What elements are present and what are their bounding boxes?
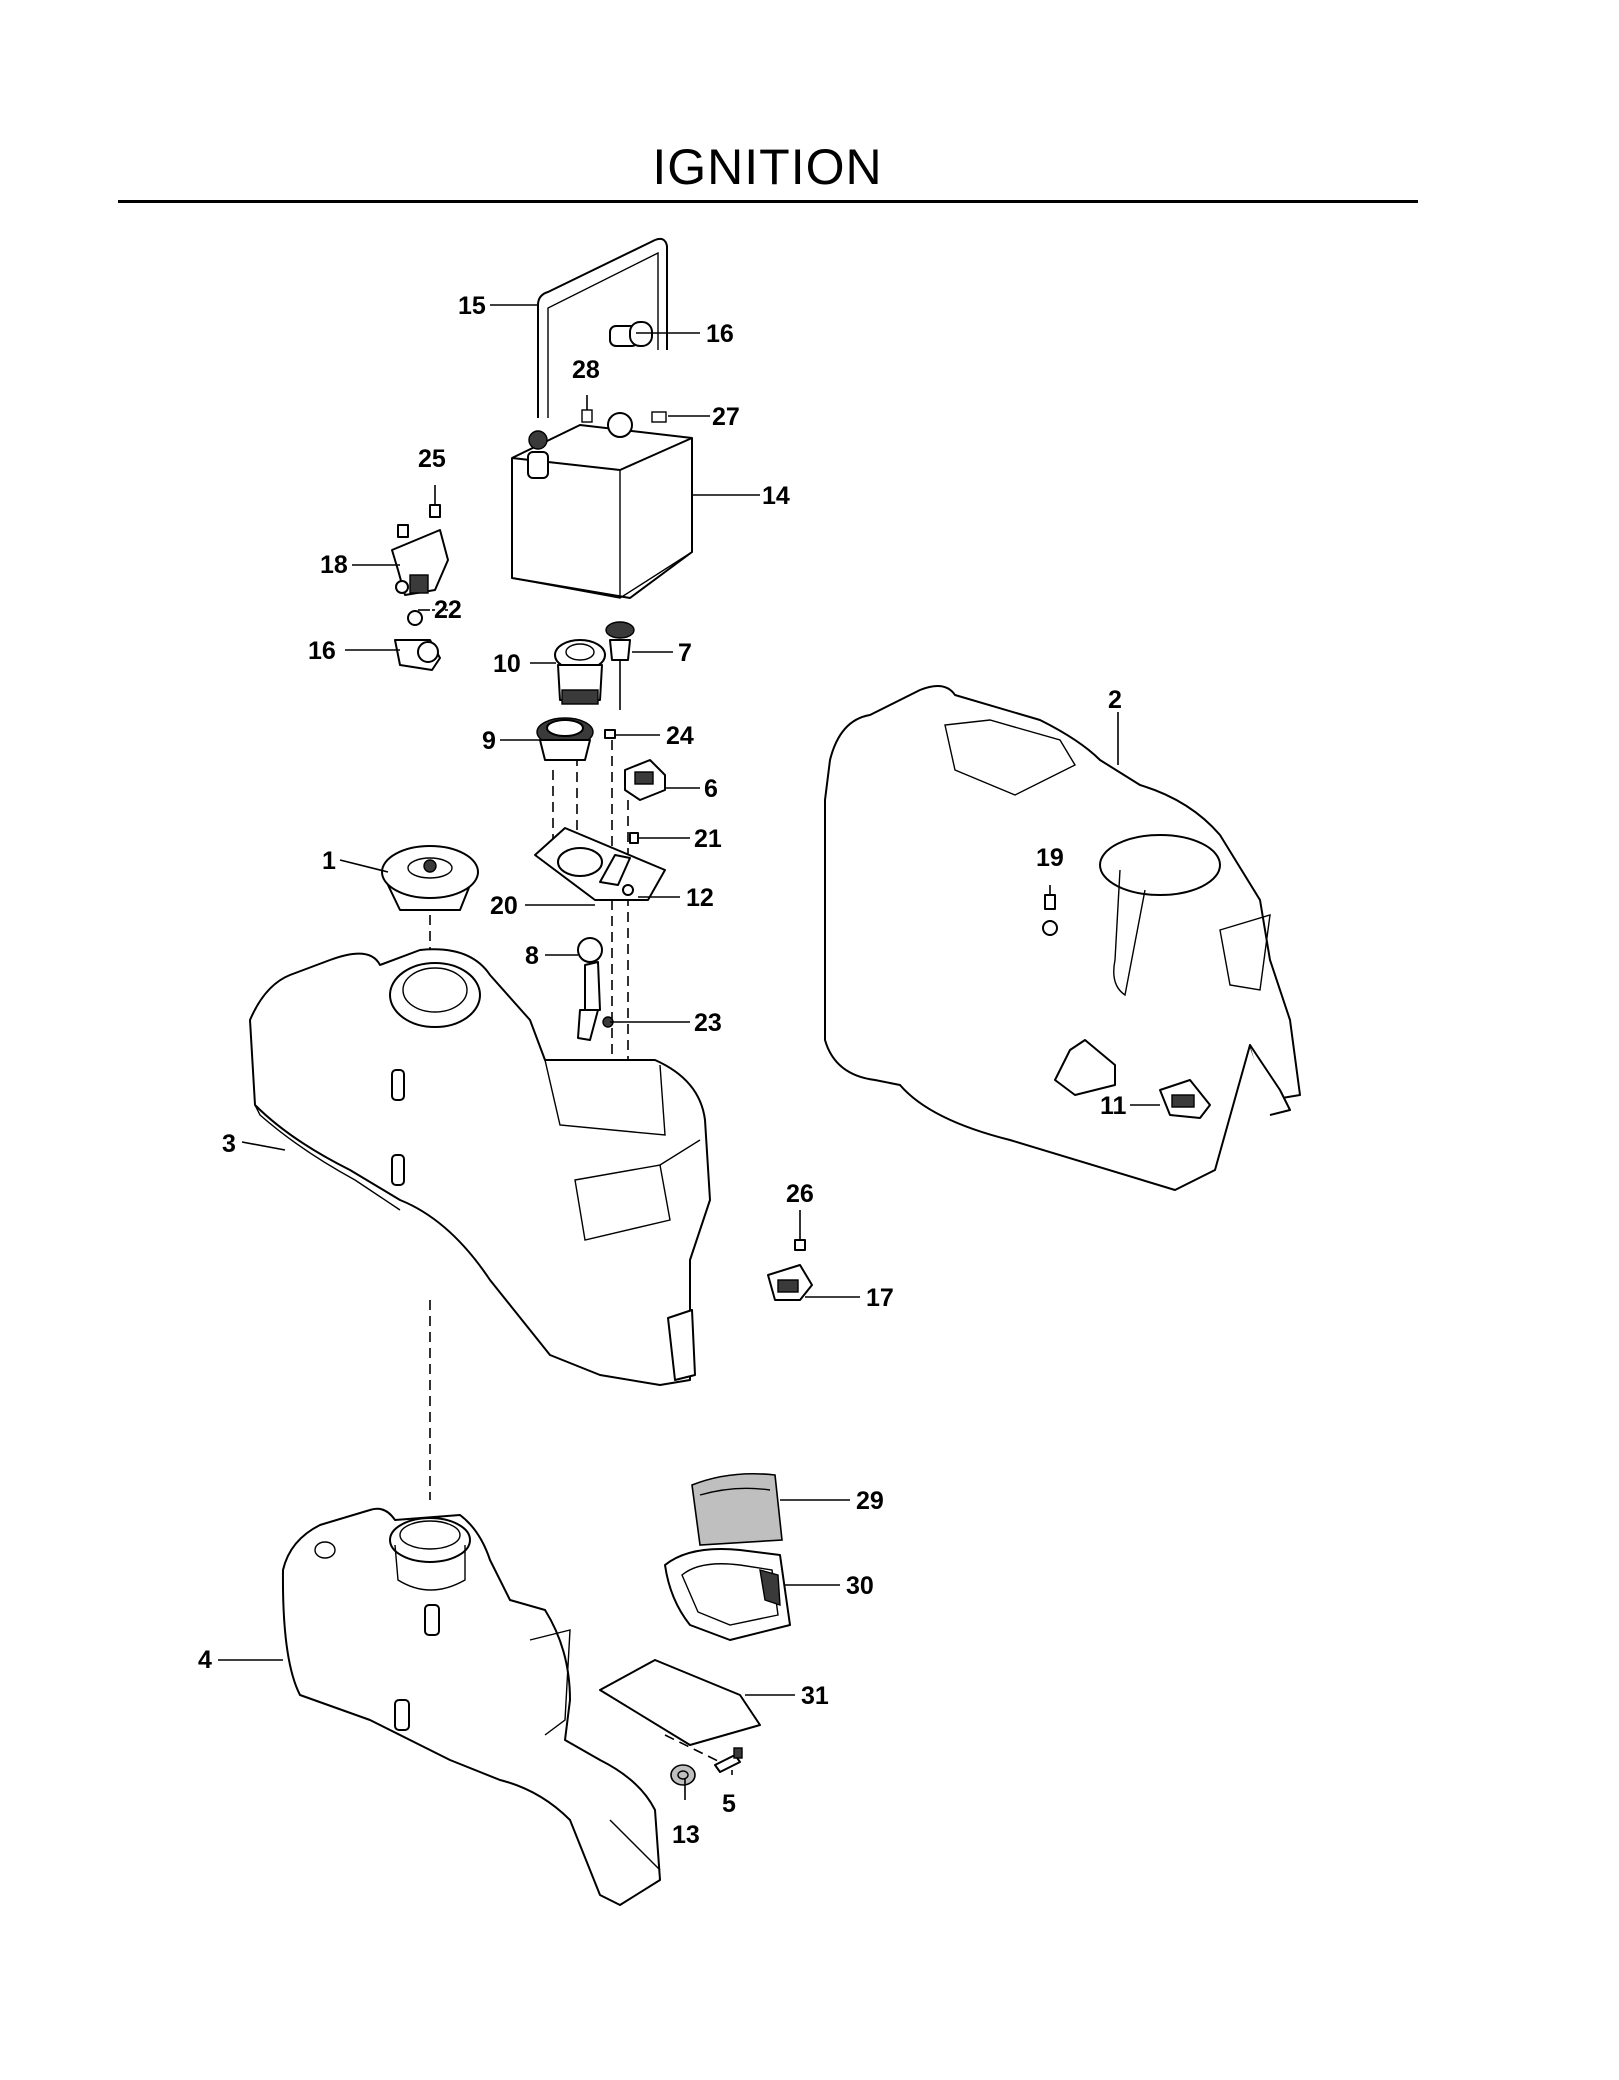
- screw-24: [604, 729, 616, 739]
- callout-21: 21: [694, 825, 722, 853]
- key-switch-housing: [536, 717, 594, 761]
- callout-14: 14: [762, 482, 790, 510]
- callout-10: 10: [493, 650, 521, 678]
- callout-6: 6: [704, 775, 718, 803]
- solenoid-cluster: [391, 504, 449, 671]
- callout-27: 27: [712, 403, 740, 431]
- callout-7: 7: [678, 639, 692, 667]
- callout-3: 3: [222, 1130, 236, 1158]
- terminal-top: [609, 321, 653, 347]
- callout-18: 18: [320, 551, 348, 579]
- callout-30: 30: [846, 1572, 874, 1600]
- callout-1: 1: [322, 847, 336, 875]
- ignition-switch: [554, 639, 606, 705]
- cover-29: [691, 1473, 783, 1546]
- callout-13: 13: [672, 1821, 700, 1849]
- switch-11: [1159, 1079, 1211, 1119]
- callout-12: 12: [686, 884, 714, 912]
- page-title: IGNITION: [652, 139, 883, 195]
- fuel-cap: [381, 845, 479, 911]
- relay-17: [767, 1239, 813, 1301]
- callout-15: 15: [458, 292, 486, 320]
- rear-cover: [824, 685, 1301, 1191]
- callout-4: 4: [198, 1646, 212, 1674]
- body-cover: [249, 948, 711, 1386]
- callout-16-top: 16: [706, 320, 734, 348]
- callout-16-left: 16: [308, 637, 336, 665]
- title-divider: [118, 200, 1418, 203]
- fuel-tank: [281, 1507, 661, 1906]
- callout-19: 19: [1036, 844, 1064, 872]
- callout-28: 28: [572, 356, 600, 384]
- throttle-lever: [577, 937, 614, 1041]
- callout-labels: 1 2 3 4 5 6 7 8 9 10 11 12 13 14 15 16 1…: [198, 292, 1127, 1849]
- battery-rod: [537, 237, 668, 418]
- leader-lines: [218, 304, 1160, 1800]
- grommet-13: [670, 1764, 696, 1786]
- callout-20: 20: [490, 892, 518, 920]
- callout-17: 17: [866, 1284, 894, 1312]
- battery: [511, 409, 693, 599]
- callout-31: 31: [801, 1682, 829, 1710]
- shield-31: [599, 1659, 761, 1746]
- callout-8: 8: [525, 942, 539, 970]
- callout-11: 11: [1100, 1092, 1127, 1120]
- callout-22: 22: [434, 596, 462, 624]
- choke-knob: [605, 621, 635, 710]
- callout-5: 5: [722, 1790, 736, 1818]
- valve-5: [714, 1747, 743, 1773]
- callout-2: 2: [1108, 686, 1122, 714]
- callout-23: 23: [694, 1009, 722, 1037]
- callout-25: 25: [418, 445, 446, 473]
- callout-24: 24: [666, 722, 694, 750]
- seat-switch: [624, 759, 666, 801]
- callout-26: 26: [786, 1180, 814, 1208]
- gasket-30: [664, 1548, 791, 1641]
- control-plate: [534, 827, 666, 901]
- callout-9: 9: [482, 727, 496, 755]
- callout-29: 29: [856, 1487, 884, 1515]
